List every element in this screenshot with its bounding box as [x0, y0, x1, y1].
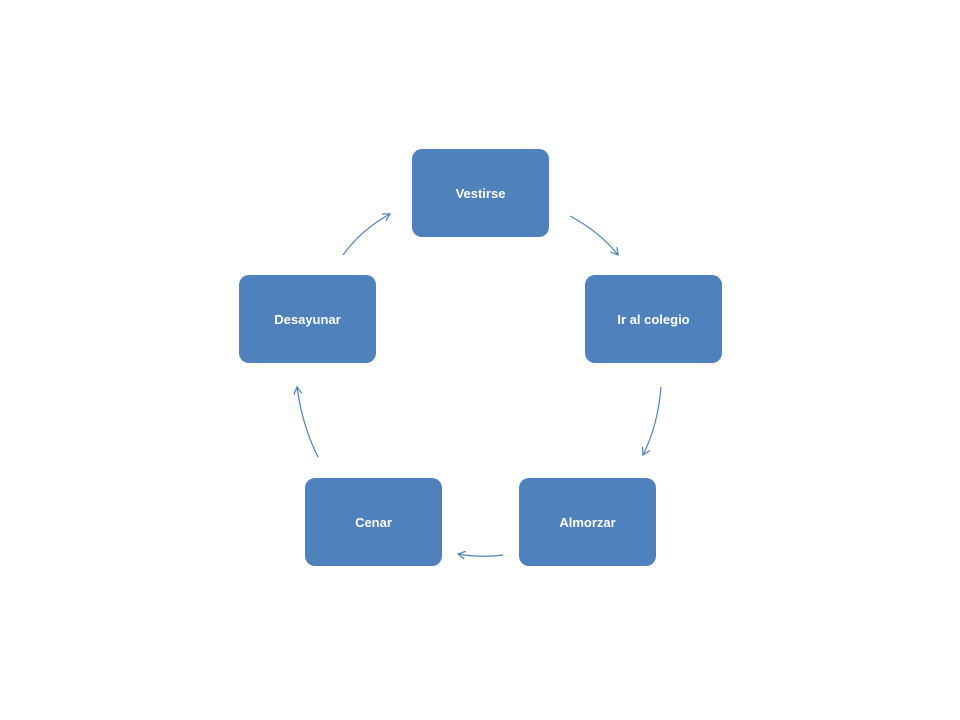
node-label-almorzar: Almorzar [559, 514, 616, 530]
arrow-colegio-to-almorzar [641, 386, 662, 457]
node-label-ir-al-colegio: Ir al colegio [617, 311, 690, 327]
node-ir-al-colegio: Ir al colegio [585, 275, 722, 363]
arrow-cenar-to-desayunar [293, 385, 319, 458]
arrow-desayunar-to-vestirse [342, 213, 392, 256]
arrow-vestirse-to-colegio [569, 215, 619, 256]
node-cenar: Cenar [305, 478, 442, 566]
node-label-cenar: Cenar [355, 514, 392, 530]
arrow-almorzar-to-cenar [456, 550, 504, 560]
node-vestirse: Vestirse [412, 149, 549, 237]
node-desayunar: Desayunar [239, 275, 376, 363]
node-almorzar: Almorzar [519, 478, 656, 566]
node-label-desayunar: Desayunar [274, 311, 341, 327]
node-label-vestirse: Vestirse [455, 185, 506, 201]
